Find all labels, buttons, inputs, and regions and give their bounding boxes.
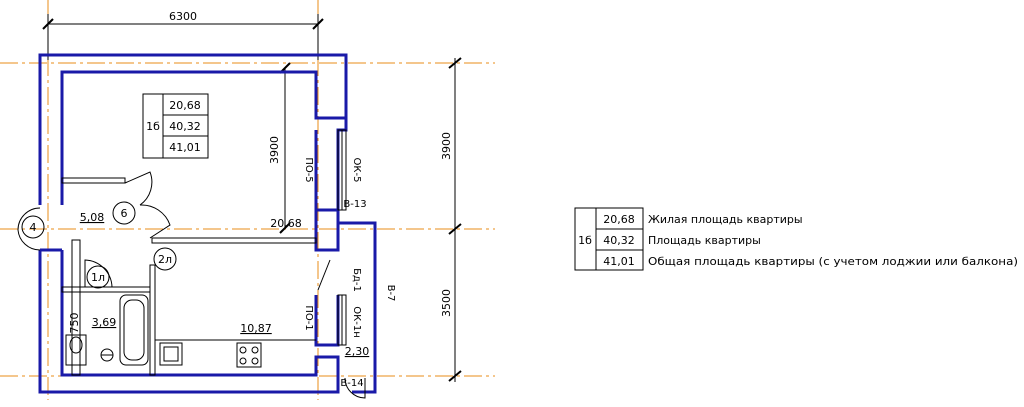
dimension-right-lower-label: 3500: [440, 289, 453, 317]
dimension-top-label: 6300: [169, 10, 197, 23]
room-living-area: 20,68: [270, 217, 302, 230]
label-v7: В-7: [385, 285, 396, 302]
label-v14: В-14: [340, 378, 363, 389]
apartment-total-with-balcony: 41,01: [169, 141, 201, 154]
legend: 1б 20,68 40,32 41,01 Жилая площадь кварт…: [574, 207, 1018, 271]
room-balcony-area: 2,30: [345, 345, 370, 358]
kitchen-fixtures: [159, 342, 262, 368]
room-hall-area: 5,08: [80, 211, 105, 224]
dimension-right-upper-label: 3900: [440, 132, 453, 160]
legend-value-2: 40,32: [603, 234, 635, 247]
legend-desc-3: Общая площадь квартиры (с учетом лоджии …: [648, 255, 1018, 268]
door-marker-2l: 2л: [158, 253, 172, 266]
legend-type: 1б: [578, 234, 592, 247]
label-v13: В-13: [343, 199, 366, 210]
bathroom-fixtures: [65, 294, 149, 366]
opening-labels: ПО-5 ОК-5 ПО-1 ОК-1н Бд-1 В-13 В-7 В-14: [303, 157, 396, 389]
door-markers: 4 6 2л 1л: [21, 201, 177, 289]
apartment-total-area: 40,32: [169, 120, 201, 133]
window-symbols: [337, 129, 347, 346]
legend-desc-2: Площадь квартиры: [648, 234, 761, 247]
dimension-top: 6300: [42, 10, 324, 60]
door-marker-4: 4: [30, 221, 37, 234]
door-marker-1l: 1л: [91, 271, 105, 284]
label-bd1: Бд-1: [351, 268, 362, 292]
apartment-type: 1б: [146, 120, 160, 133]
dimension-inner-label: 3900: [268, 136, 281, 164]
label-ok1: ОК-1н: [351, 306, 362, 337]
exterior-walls: [38, 53, 377, 394]
legend-value-1: 20,68: [603, 213, 635, 226]
door-swings: [17, 171, 366, 399]
apartment-table: 1б 20,68 40,32 41,01: [142, 93, 209, 159]
door-marker-6: 6: [121, 207, 128, 220]
label-po1: ПО-1: [303, 305, 314, 330]
dimension-right: 3900 3500: [440, 57, 462, 382]
label-po5: ПО-5: [303, 157, 314, 182]
legend-desc-1: Жилая площадь квартиры: [648, 213, 803, 226]
label-ok5: ОК-5: [351, 158, 362, 183]
interior-partitions: [61, 177, 317, 376]
dimension-inner: 3900: [268, 62, 291, 234]
apartment-living-area: 20,68: [169, 99, 201, 112]
legend-value-3: 41,01: [603, 255, 635, 268]
room-labels: 5,08 3,69 10,87 20,68 2,30 750: [68, 211, 369, 358]
room-kitchen-area: 10,87: [240, 322, 272, 335]
niche-dimension: 750: [68, 313, 81, 334]
room-bath-area: 3,69: [92, 316, 117, 329]
